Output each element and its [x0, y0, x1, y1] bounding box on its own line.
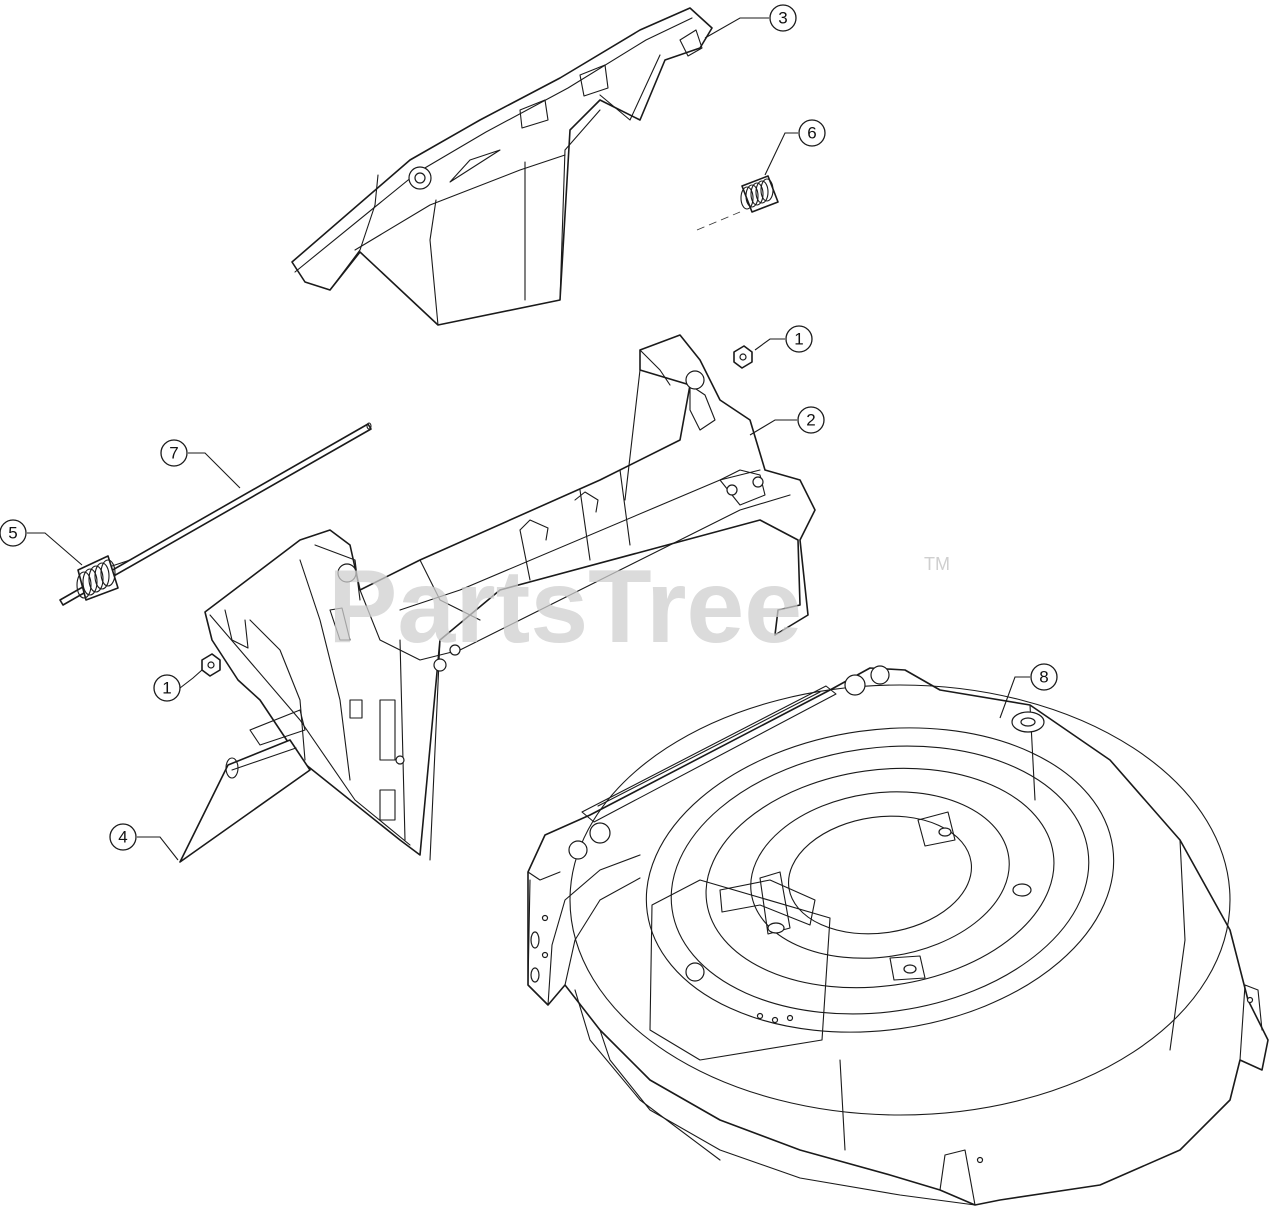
part-6-spring — [696, 175, 779, 231]
callout-label: 3 — [778, 9, 787, 28]
callout-label: 2 — [806, 411, 815, 430]
callout-label: 7 — [169, 444, 178, 463]
callout-label: 1 — [162, 679, 171, 698]
watermark-trademark: TM — [924, 554, 950, 574]
callout-3[interactable]: 3 — [704, 4, 797, 39]
callout-7[interactable]: 7 — [160, 439, 241, 489]
callout-label: 8 — [1039, 668, 1048, 687]
part-5-torsion-spring — [76, 555, 131, 601]
part-3-rear-shield — [291, 7, 713, 326]
part-8-mower-deck — [527, 665, 1269, 1206]
part-4-rear-flap — [179, 739, 311, 863]
callout-label: 5 — [8, 524, 17, 543]
watermark-text: PartsTree — [328, 549, 802, 665]
part-1-nut-upper — [733, 345, 753, 369]
part-7-hinge-rod — [59, 422, 372, 606]
part-1-nut-lower — [201, 653, 221, 677]
callout-6[interactable]: 6 — [764, 119, 826, 176]
callout-8[interactable]: 8 — [999, 663, 1058, 719]
callout-4[interactable]: 4 — [109, 823, 179, 861]
part-2-rear-frame — [204, 334, 816, 861]
callout-5[interactable]: 5 — [0, 519, 83, 566]
callout-1-upper[interactable]: 1 — [754, 325, 813, 353]
callout-1-lower[interactable]: 1 — [153, 669, 203, 702]
callout-label: 4 — [118, 828, 127, 847]
callout-2[interactable]: 2 — [749, 406, 825, 436]
callout-label: 1 — [794, 330, 803, 349]
callout-label: 6 — [807, 124, 816, 143]
